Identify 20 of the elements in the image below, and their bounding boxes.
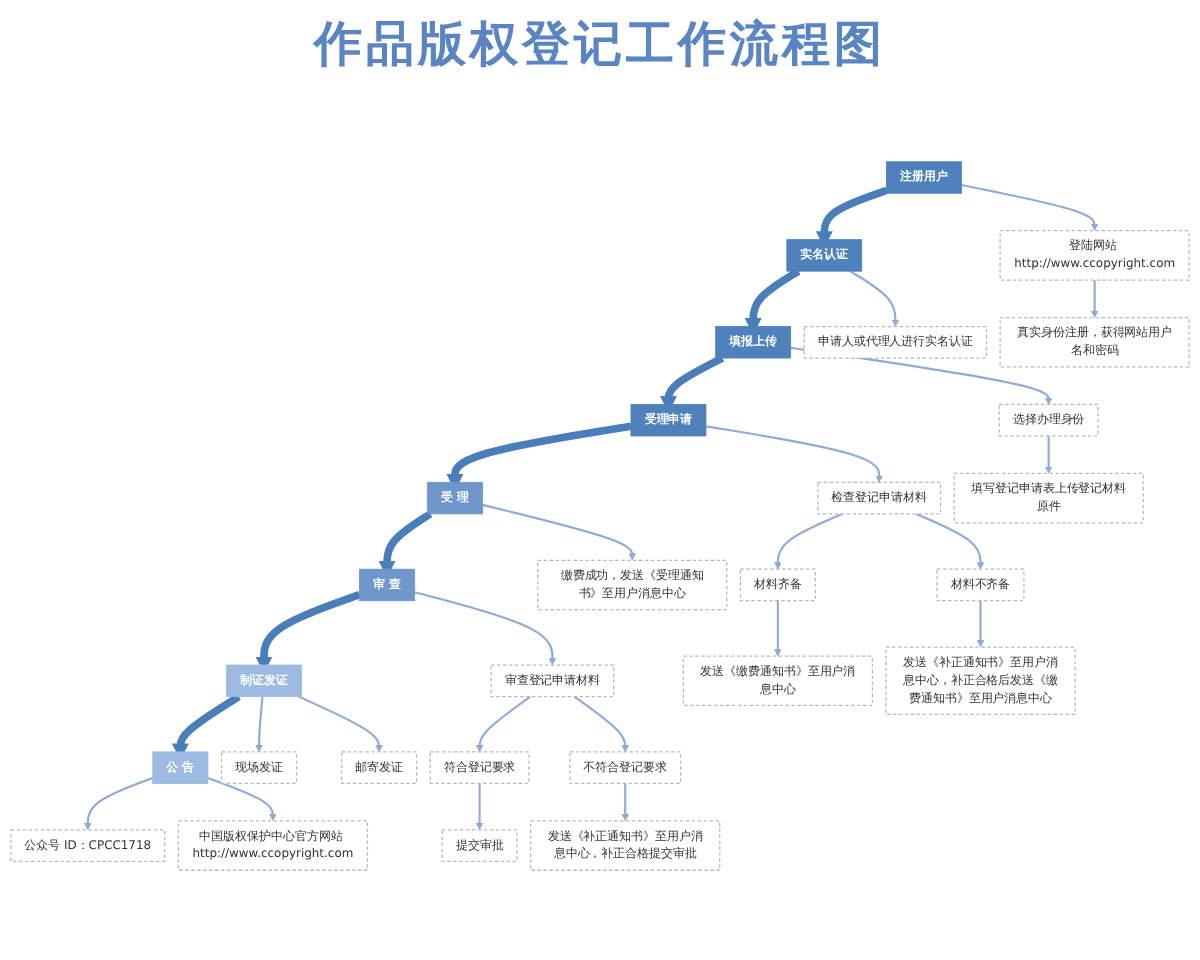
arrow [774,600,782,657]
arrow [976,600,985,648]
arrow [255,696,264,753]
arrow [705,425,883,483]
arrow [1044,435,1053,474]
arrow [573,695,629,753]
arrow [482,503,636,561]
arrow [475,783,484,831]
arrow [475,695,532,753]
arrow [84,776,154,831]
arrow [961,184,1099,232]
diagram-title: 作品版权登记工作流程图 [310,14,888,76]
arrow [207,776,277,822]
arrow [849,270,900,327]
arrow [915,512,985,570]
arrow [1090,280,1099,318]
arrow [414,591,557,666]
arrow [621,783,629,822]
arrow [298,695,383,753]
arrow [774,512,843,570]
